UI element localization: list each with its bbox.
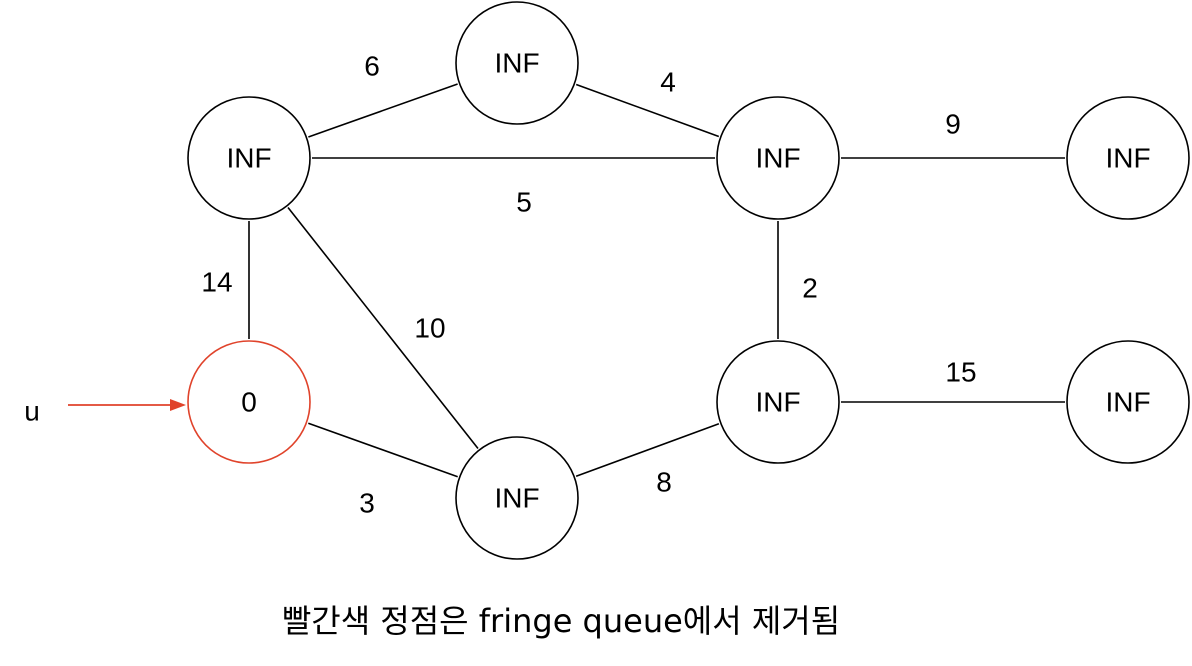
node-S: 0 (187, 340, 311, 464)
node-F: INF (716, 340, 840, 464)
node-circle-D (1066, 96, 1190, 220)
edge-weight-S-E: 3 (359, 488, 375, 519)
edge-B-C (575, 83, 720, 138)
edge-weight-A-C: 5 (516, 187, 532, 218)
node-label-D: INF (1105, 143, 1150, 174)
node-circle-G (1066, 340, 1190, 464)
edges-layer (248, 83, 1065, 478)
node-circle-A (187, 96, 311, 220)
node-B: INF (455, 1, 579, 125)
edge-weight-C-F: 2 (802, 273, 818, 304)
node-label-B: INF (494, 48, 539, 79)
pointer-label: u (24, 396, 40, 427)
edge-weight-B-C: 4 (660, 67, 676, 98)
node-label-F: INF (755, 387, 800, 418)
node-label-S: 0 (241, 387, 257, 418)
pointer-layer: u (24, 396, 186, 427)
node-G: INF (1066, 340, 1190, 464)
node-C: INF (716, 96, 840, 220)
node-E: INF (455, 436, 579, 560)
edge-A-B (308, 83, 458, 138)
edge-weight-A-S: 14 (201, 267, 232, 298)
caption: 빨간색 정점은 fringe queue에서 제거됨 (281, 602, 841, 640)
weights-layer: 6 4 5 9 14 10 2 3 8 15 (201, 51, 976, 519)
edge-A-E (287, 206, 479, 450)
edge-weight-E-F: 8 (656, 467, 672, 498)
edge-weight-A-E: 10 (414, 313, 445, 344)
node-circle-S (187, 340, 311, 464)
node-label-E: INF (494, 483, 539, 514)
node-circle-B (455, 1, 579, 125)
node-A: INF (187, 96, 311, 220)
edge-E-F (575, 422, 720, 478)
pointer-arrow-head (170, 399, 186, 411)
edge-weight-F-G: 15 (945, 357, 976, 388)
node-circle-C (716, 96, 840, 220)
node-label-C: INF (755, 143, 800, 174)
node-circle-F (716, 340, 840, 464)
edge-weight-C-D: 9 (945, 109, 961, 140)
node-circle-E (455, 436, 579, 560)
node-label-A: INF (226, 143, 271, 174)
edge-S-E (308, 422, 458, 478)
edge-weight-A-B: 6 (364, 51, 380, 82)
node-label-G: INF (1105, 387, 1150, 418)
node-D: INF (1066, 96, 1190, 220)
